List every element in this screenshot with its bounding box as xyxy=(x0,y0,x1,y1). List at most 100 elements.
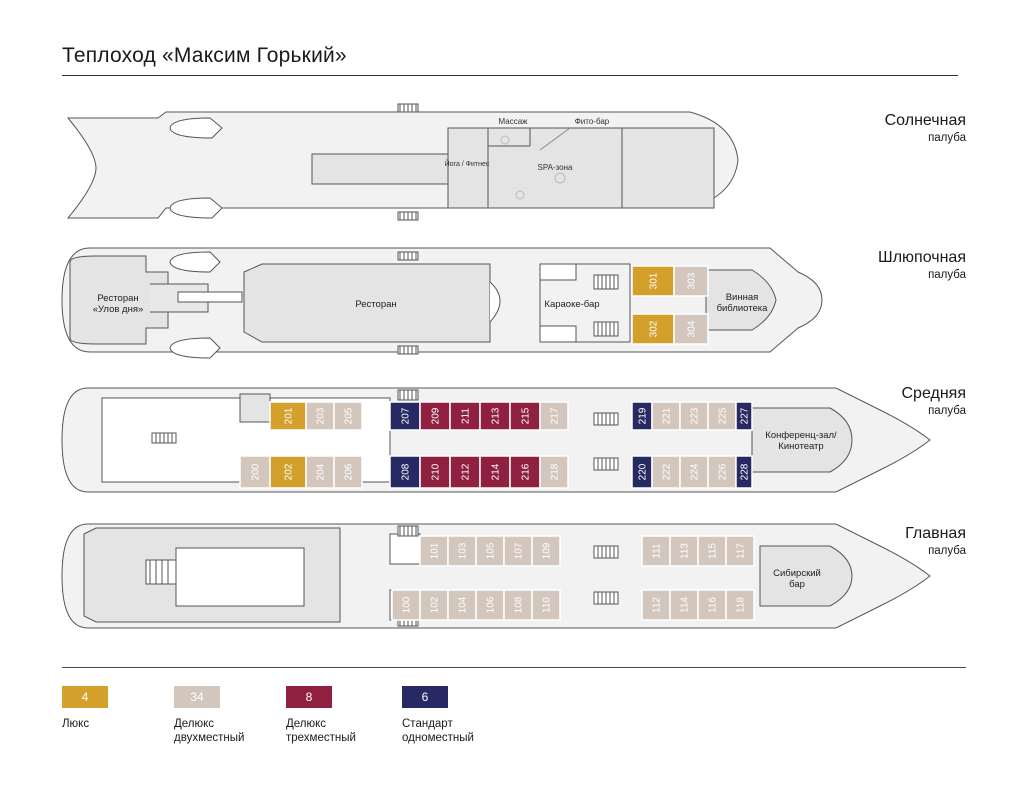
zone-label-restaurant-catch: Ресторан«Улов дня» xyxy=(93,293,144,315)
cabin-number: 114 xyxy=(680,597,691,613)
cabin-number: 108 xyxy=(514,596,525,613)
cabin-number: 218 xyxy=(550,463,561,480)
cabin-number: 301 xyxy=(649,272,660,289)
cabin-number: 109 xyxy=(542,542,553,559)
cabin-number: 226 xyxy=(718,463,729,480)
cabin-208[interactable] xyxy=(389,455,421,489)
cabin-number: 206 xyxy=(344,463,355,480)
legend-label: Люкс xyxy=(62,718,90,730)
zone-label-spa: SPA-зона xyxy=(538,163,574,172)
cabin-number: 213 xyxy=(491,407,502,424)
zone-label-karaoke: Караоке-бар xyxy=(544,299,599,310)
cabin-117[interactable] xyxy=(725,535,755,567)
cabin-109[interactable] xyxy=(531,535,561,567)
cabin-211[interactable] xyxy=(449,401,481,431)
cabin-114[interactable] xyxy=(669,589,699,621)
cabin-108[interactable] xyxy=(503,589,533,621)
cabin-number: 105 xyxy=(486,542,497,559)
cabin-number: 217 xyxy=(550,407,561,424)
zone-label-yoga: Йога / Фитнес xyxy=(445,159,490,168)
deck-subtitle: палуба xyxy=(928,269,966,281)
cabin-number: 112 xyxy=(652,597,663,613)
cabin-218[interactable] xyxy=(539,455,569,489)
cabin-number: 113 xyxy=(680,543,691,559)
legend-divider xyxy=(62,667,966,668)
cabin-209[interactable] xyxy=(419,401,451,431)
deck-name-boat: Шлюпочная палуба xyxy=(878,248,966,283)
cabin-225[interactable] xyxy=(707,401,737,431)
cabin-303[interactable] xyxy=(673,265,709,297)
cabin-number: 227 xyxy=(740,407,751,424)
cabin-number: 224 xyxy=(690,463,701,480)
cabin-213[interactable] xyxy=(479,401,511,431)
cabin-228[interactable] xyxy=(735,455,753,489)
cabin-215[interactable] xyxy=(509,401,541,431)
cabin-number: 202 xyxy=(284,463,295,480)
cabin-number: 204 xyxy=(316,463,327,480)
cabin-304[interactable] xyxy=(673,313,709,345)
cabin-105[interactable] xyxy=(475,535,505,567)
cabin-118[interactable] xyxy=(725,589,755,621)
cabin-201[interactable] xyxy=(269,401,307,431)
cabin-number: 208 xyxy=(401,463,412,480)
cabin-107[interactable] xyxy=(503,535,533,567)
deck-subtitle: палуба xyxy=(928,545,966,557)
cabin-222[interactable] xyxy=(651,455,681,489)
cabin-217[interactable] xyxy=(539,401,569,431)
zone-label-conference: Конференц-зал/Кинотеатр xyxy=(765,430,837,452)
cabin-115[interactable] xyxy=(697,535,727,567)
cabin-number: 220 xyxy=(638,463,649,480)
cabin-100[interactable] xyxy=(391,589,421,621)
cabin-number: 228 xyxy=(740,463,751,480)
cabin-214[interactable] xyxy=(479,455,511,489)
title-divider xyxy=(62,75,958,76)
cabin-number: 102 xyxy=(430,596,441,613)
deck-name-sun: Солнечная палуба xyxy=(885,111,966,146)
cabin-110[interactable] xyxy=(531,589,561,621)
cabin-number: 205 xyxy=(344,407,355,424)
cabin-104[interactable] xyxy=(447,589,477,621)
legend-swatch: 4 xyxy=(62,686,108,708)
cabin-number: 214 xyxy=(491,463,502,480)
cabin-number: 304 xyxy=(687,320,698,337)
legend-swatch: 8 xyxy=(286,686,332,708)
cabin-number: 211 xyxy=(461,408,472,424)
legend-swatch: 34 xyxy=(174,686,220,708)
cabin-number: 222 xyxy=(662,463,673,480)
cabin-number: 111 xyxy=(652,543,663,559)
cabin-number: 115 xyxy=(708,543,719,559)
cabin-113[interactable] xyxy=(669,535,699,567)
zone-label-restaurant: Ресторан xyxy=(355,299,396,310)
cabin-number: 200 xyxy=(251,463,262,480)
cabin-102[interactable] xyxy=(419,589,449,621)
cabin-205[interactable] xyxy=(333,401,363,431)
cabin-112[interactable] xyxy=(641,589,671,621)
deck-title: Главная xyxy=(905,525,966,542)
cabin-number: 219 xyxy=(638,407,649,424)
cabin-200[interactable] xyxy=(239,455,271,489)
cabin-101[interactable] xyxy=(419,535,449,567)
cabin-number: 110 xyxy=(542,597,553,613)
cabin-223[interactable] xyxy=(679,401,709,431)
cabin-227[interactable] xyxy=(735,401,753,431)
deck-title: Шлюпочная xyxy=(878,249,966,266)
cabin-216[interactable] xyxy=(509,455,541,489)
cabin-number: 210 xyxy=(431,463,442,480)
cabin-203[interactable] xyxy=(305,401,335,431)
cabin-number: 203 xyxy=(316,407,327,424)
cabin-number: 223 xyxy=(690,407,701,424)
cabin-202[interactable] xyxy=(269,455,307,489)
cabin-number: 116 xyxy=(708,597,719,613)
cabin-206[interactable] xyxy=(333,455,363,489)
cabin-number: 107 xyxy=(514,542,525,559)
